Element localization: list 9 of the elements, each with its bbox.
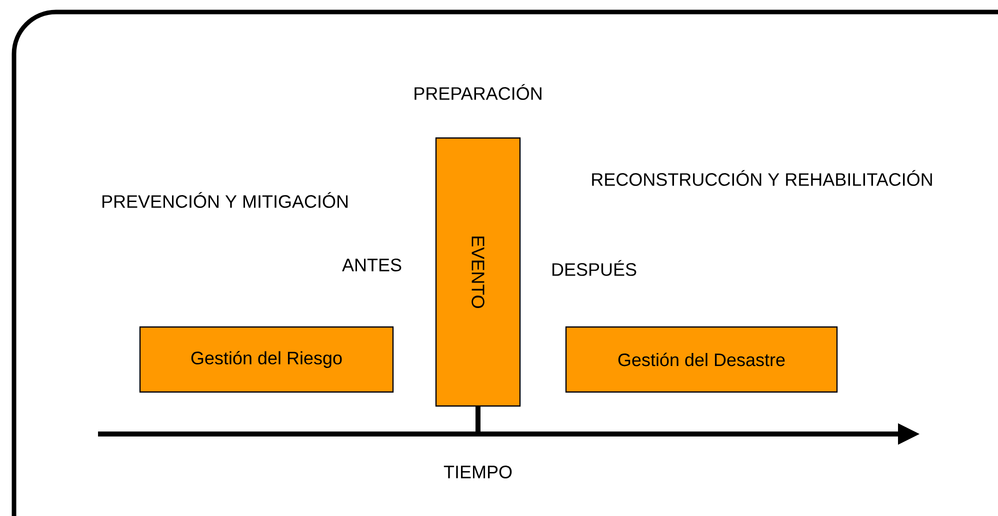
- phase-label: RECONSTRUCCIÓN Y REHABILITACIÓN: [592, 170, 932, 186]
- phase-label: TIEMPO: [444, 466, 512, 478]
- phase-label: DESPUÉS: [552, 260, 636, 276]
- phase-label: PREVENCIÓN Y MITIGACIÓN: [102, 192, 348, 208]
- phase-label: ANTES: [342, 258, 402, 272]
- event-bar: EVENTO: [435, 137, 521, 407]
- phase-box: Gestión del Desastre: [565, 326, 838, 393]
- phase-box: Gestión del Riesgo: [139, 326, 394, 393]
- phase-label: PREPARACIÓN: [414, 84, 542, 100]
